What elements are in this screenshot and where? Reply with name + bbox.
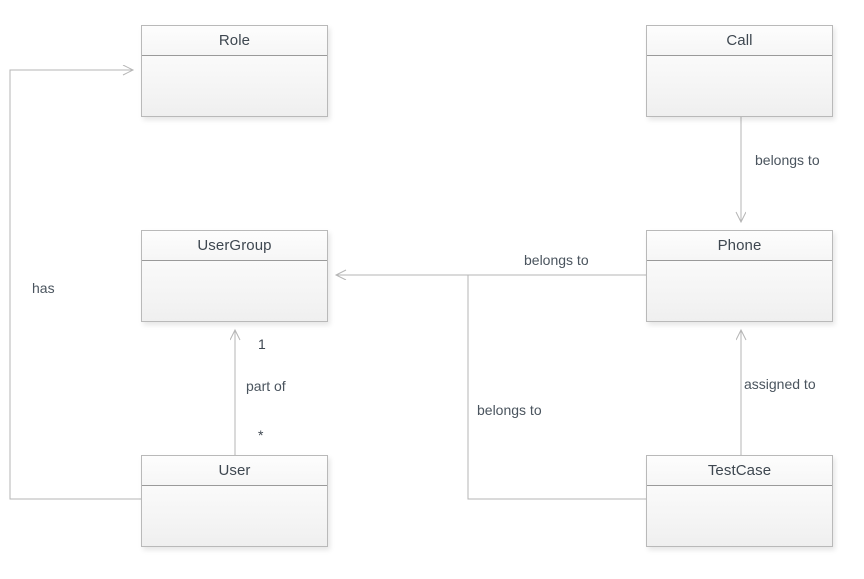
class-box-usergroup[interactable]: UserGroup — [141, 230, 328, 322]
multiplicity-label-user-end: * — [258, 427, 264, 443]
edge-label-call-belongs-to: belongs to — [755, 152, 820, 168]
class-name-usergroup: UserGroup — [197, 237, 272, 254]
class-box-phone[interactable]: Phone — [646, 230, 833, 322]
edge-label-has: has — [32, 280, 55, 296]
class-attributes-compartment — [647, 261, 832, 321]
class-name-user: User — [218, 462, 251, 479]
class-box-role[interactable]: Role — [141, 25, 328, 117]
edge-label-assigned-to: assigned to — [744, 376, 816, 392]
class-name-phone: Phone — [717, 237, 762, 254]
class-title-bar: Phone — [647, 231, 832, 261]
edge-label-part-of: part of — [246, 378, 286, 394]
class-attributes-compartment — [647, 486, 832, 546]
class-box-user[interactable]: User — [141, 455, 328, 547]
class-title-bar: Role — [142, 26, 327, 56]
class-title-bar: UserGroup — [142, 231, 327, 261]
class-name-testcase: TestCase — [707, 462, 772, 479]
multiplicity-label-usergroup-end: 1 — [258, 336, 266, 352]
class-title-bar: User — [142, 456, 327, 486]
class-box-call[interactable]: Call — [646, 25, 833, 117]
class-title-bar: Call — [647, 26, 832, 56]
class-attributes-compartment — [142, 261, 327, 321]
class-name-role: Role — [218, 32, 251, 49]
edge-testcase-belongs-to-usergroup — [467, 275, 646, 500]
edge-label-phone-belongs-to: belongs to — [524, 252, 589, 268]
class-attributes-compartment — [647, 56, 832, 116]
edge-label-testcase-belongs-to: belongs to — [477, 402, 542, 418]
edge-user-has-role — [9, 70, 141, 500]
class-attributes-compartment — [142, 56, 327, 116]
class-title-bar: TestCase — [647, 456, 832, 486]
class-name-call: Call — [726, 32, 753, 49]
class-attributes-compartment — [142, 486, 327, 546]
class-box-testcase[interactable]: TestCase — [646, 455, 833, 547]
